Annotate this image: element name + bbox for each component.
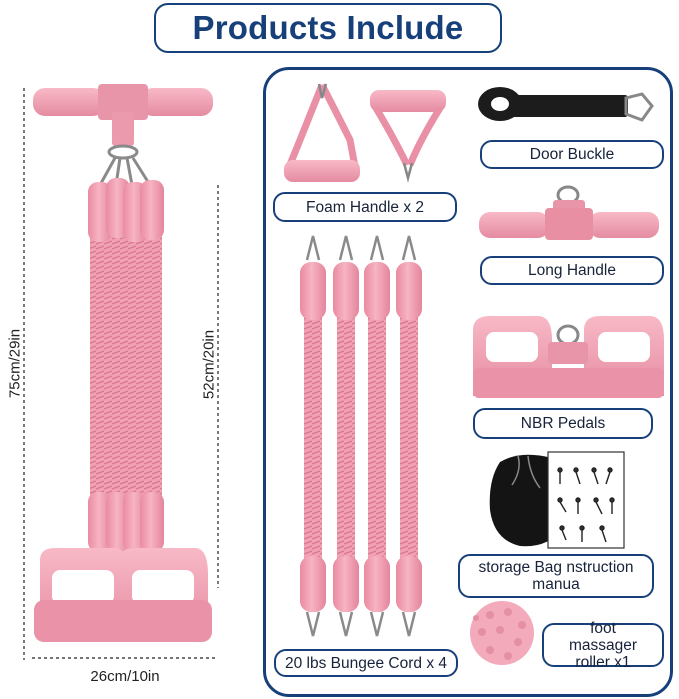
height-band-label: 52cm/20in [200,329,218,400]
massage-ball-icon [470,601,534,665]
instruction-manual-icon [547,451,625,549]
door-buckle-label: Door Buckle [480,140,664,169]
nbr-pedals-label: NBR Pedals [473,408,653,439]
long-handle-icon [479,185,659,240]
foam-handle-label: Foam Handle x 2 [273,192,457,222]
assembled-pedal-exerciser [33,84,213,642]
height-dimension-line [23,88,219,660]
foam-handle-icon [283,83,446,183]
door-buckle-icon [478,87,654,122]
width-label: 26cm/10in [90,668,160,685]
nbr-pedals-icon [473,316,664,398]
storage-bag-icon [489,454,563,547]
storage-bag-label: storage Bag nstruction manua [458,554,654,598]
foot-massager-label: foot massager roller x1 [542,620,664,671]
long-handle-label: Long Handle [480,256,664,285]
page-title: Products Include [154,3,502,53]
bungee-cord-label: 20 lbs Bungee Cord x 4 [274,649,458,677]
bungee-cord-icon [300,235,422,637]
height-total-label: 75cm/29in [6,328,24,399]
